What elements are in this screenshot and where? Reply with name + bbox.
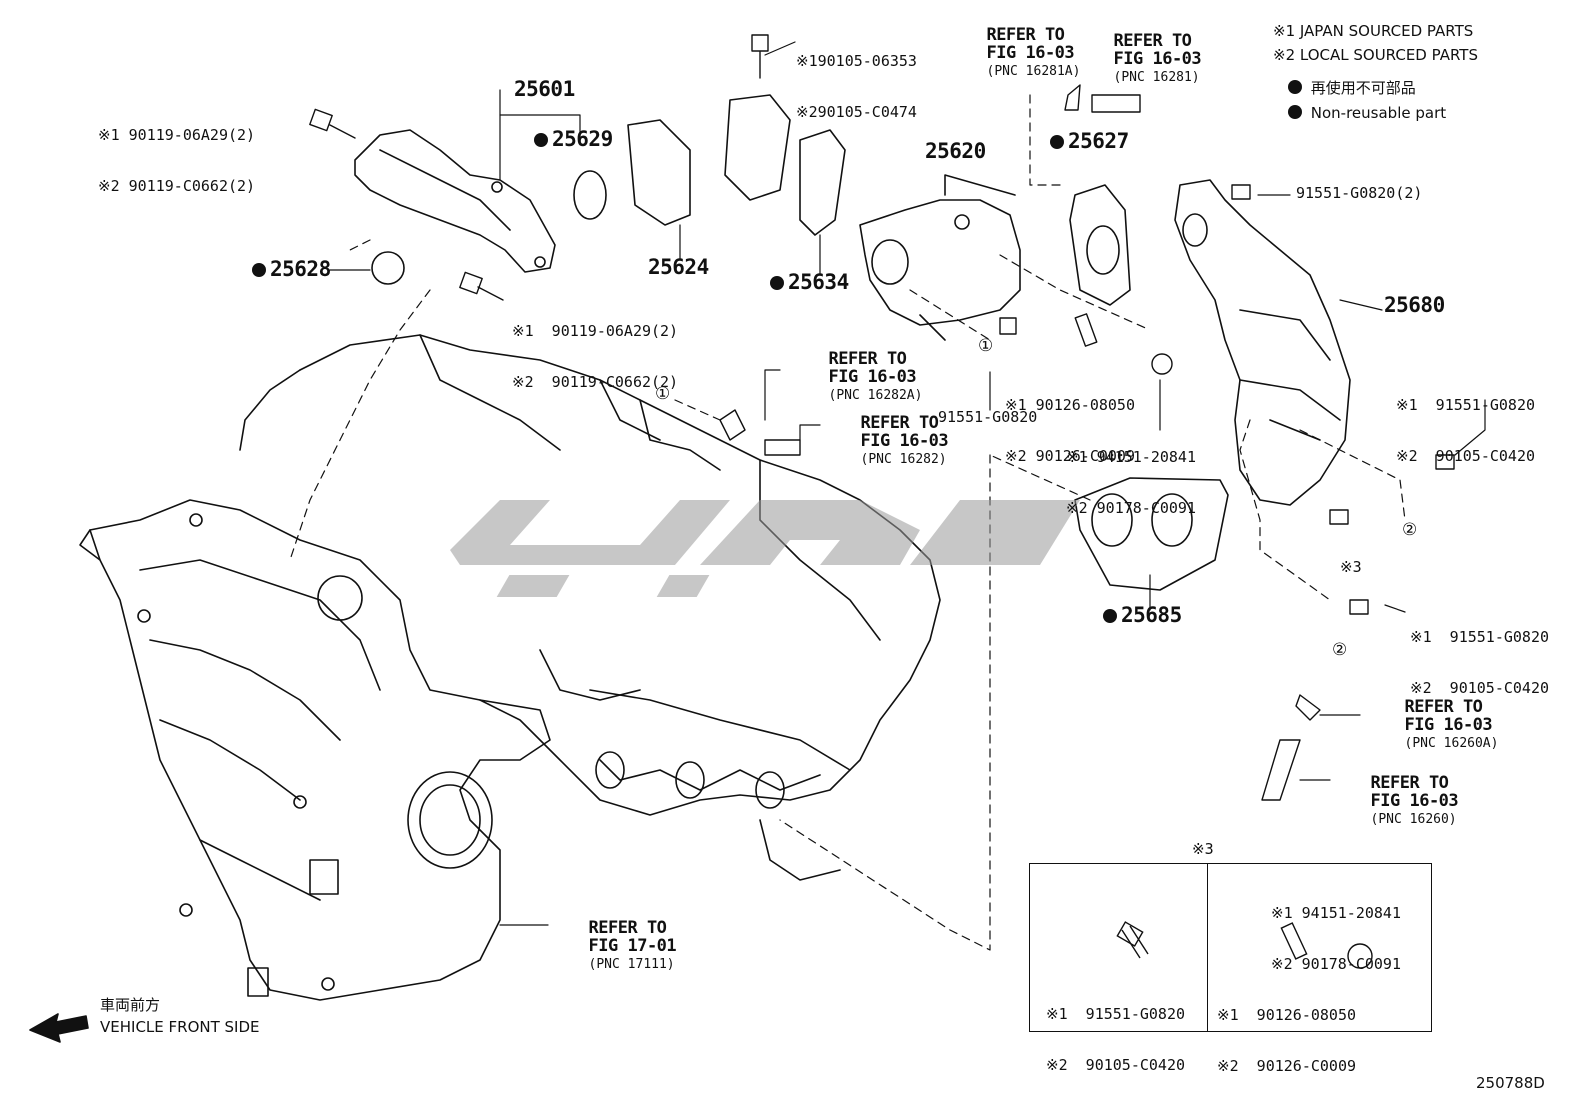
stud-label[interactable]: ※1 90126-08050 ※2 90126-C0009 xyxy=(1005,395,1135,465)
part-25627[interactable]: 25627 xyxy=(1050,130,1129,152)
bolt-label-top-center[interactable]: ※190105-06353 ※290105-C0474 xyxy=(796,51,917,121)
part-25629[interactable]: 25629 xyxy=(534,128,613,150)
non-reusable-dot-icon xyxy=(1288,80,1302,94)
callout-2-b: ② xyxy=(1332,640,1348,660)
bolt-label-right-low[interactable]: ※1 91551-G0820 ※2 90105-C0420 xyxy=(1410,627,1549,697)
box-3-bolt-label[interactable]: ※1 91551-G0820 ※2 90105-C0420 xyxy=(1046,1004,1185,1074)
legend-non-reusable-jp: 再使用不可部品 xyxy=(1288,80,1416,97)
non-reusable-dot-icon xyxy=(1050,135,1064,149)
bolt-label-right-top[interactable]: 91551-G0820(2) xyxy=(1296,184,1423,202)
small-bolts xyxy=(309,34,1455,801)
non-reusable-dot-icon xyxy=(770,276,784,290)
legend-japan-sourced: ※1 JAPAN SOURCED PARTS xyxy=(1273,22,1474,40)
box-3-nut-label[interactable]: ※1 94151-20841 ※2 90178-C0091 xyxy=(1271,903,1401,973)
engine-block xyxy=(239,334,941,881)
vehicle-front-arrow xyxy=(29,1013,89,1043)
ref-pnc-16281[interactable]: REFER TO FIG 16-03 (PNC 16281) xyxy=(1113,30,1202,86)
callout-2-a: ② xyxy=(1402,520,1418,540)
bolt-label-top-left[interactable]: ※1 90119-06A29(2) ※2 90119-C0662(2) xyxy=(98,125,256,195)
box-3-title: ※3 xyxy=(1192,840,1214,858)
box-divider xyxy=(1207,864,1208,1031)
non-reusable-dot-icon xyxy=(1103,609,1117,623)
part-25628[interactable]: 25628 xyxy=(252,258,331,280)
callout-1-b: ① xyxy=(978,336,994,356)
non-reusable-dot-icon xyxy=(1288,105,1302,119)
part-25620[interactable]: 25620 xyxy=(925,139,986,163)
detail-box-3: ※1 91551-G0820 ※2 90105-C0420 ※1 94151-2… xyxy=(1029,863,1432,1074)
nut-label[interactable]: ※1 94151-20841 ※2 90178-C0091 xyxy=(1066,447,1196,517)
bolt-label-mid-left[interactable]: ※1 90119-06A29(2) ※2 90119-C0662(2) xyxy=(512,321,679,391)
egr-pipe-25601 xyxy=(354,129,556,273)
ref-pnc-16282a[interactable]: REFER TO FIG 16-03 (PNC 16282A) xyxy=(828,348,923,404)
non-reusable-dot-icon xyxy=(252,263,266,277)
part-25601[interactable]: 25601 xyxy=(514,77,575,101)
box-3-stud-label[interactable]: ※1 90126-08050 ※2 90126-C0009 xyxy=(1217,1005,1356,1075)
legend-non-reusable-en: Non-reusable part xyxy=(1288,105,1446,122)
ref-pnc-16282[interactable]: REFER TO FIG 16-03 (PNC 16282) xyxy=(860,412,949,468)
note-3-marker: ※3 xyxy=(1340,558,1362,576)
callout-1-a: ① xyxy=(655,384,671,404)
ref-pnc-17111[interactable]: REFER TO FIG 17-01 (PNC 17111) xyxy=(588,917,677,973)
bolt-label-valve[interactable]: 91551-G0820 xyxy=(938,408,1038,426)
part-25634[interactable]: 25634 xyxy=(770,271,849,293)
gaskets xyxy=(371,94,1229,591)
dashed-connectors xyxy=(289,94,1406,951)
ref-pnc-16260[interactable]: REFER TO FIG 16-03 (PNC 16260) xyxy=(1370,772,1459,828)
leader-lines xyxy=(329,41,1486,926)
legend-local-sourced: ※2 LOCAL SOURCED PARTS xyxy=(1273,46,1478,64)
box-bolt-drawings xyxy=(1116,921,1373,969)
intake-manifold xyxy=(79,499,551,1001)
watermark-logo xyxy=(450,500,1080,597)
part-25680[interactable]: 25680 xyxy=(1384,293,1445,317)
part-25685[interactable]: 25685 xyxy=(1103,604,1182,626)
vehicle-front-en: VEHICLE FRONT SIDE xyxy=(100,1018,260,1036)
egr-cooler-25680 xyxy=(1174,179,1351,506)
vehicle-front-jp: 車両前方 xyxy=(100,996,161,1014)
ref-pnc-16281a[interactable]: REFER TO FIG 16-03 (PNC 16281A) xyxy=(986,24,1081,80)
part-25624[interactable]: 25624 xyxy=(648,255,709,279)
bolt-label-right-mid[interactable]: ※1 91551-G0820 ※2 90105-C0420 xyxy=(1396,395,1535,465)
ref-pnc-16260a[interactable]: REFER TO FIG 16-03 (PNC 16260A) xyxy=(1404,696,1499,752)
egr-valve-25620 xyxy=(859,174,1021,341)
non-reusable-dot-icon xyxy=(534,133,548,147)
diagram-id: 250788D xyxy=(1476,1074,1545,1092)
